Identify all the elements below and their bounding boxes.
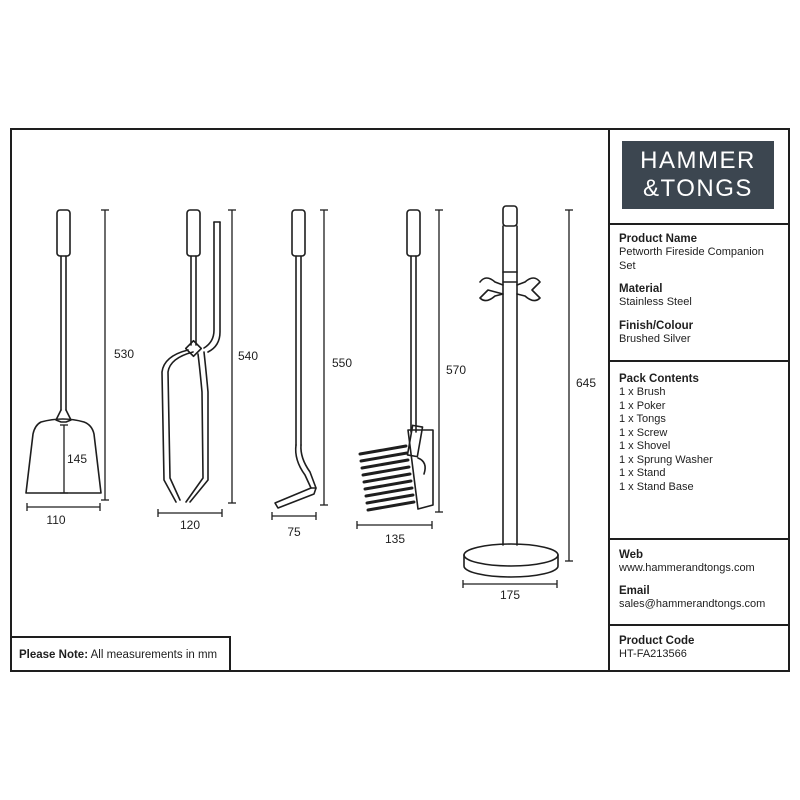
shovel-height-label: 530 xyxy=(114,347,134,361)
brush-width-label: 135 xyxy=(385,532,405,546)
shovel-blade-label: 145 xyxy=(67,452,87,466)
shovel-illustration xyxy=(25,209,102,494)
drawing-sheet-border xyxy=(10,128,790,672)
brush-illustration xyxy=(406,209,434,510)
tongs-width-label: 120 xyxy=(180,518,200,532)
pack-item: 1 x Brush xyxy=(619,386,666,398)
product-name-value: Petworth Fireside Companion Set xyxy=(619,246,764,272)
stand-width-label: 175 xyxy=(500,588,520,602)
stand-illustration xyxy=(463,205,559,578)
pack-item: 1 x Stand xyxy=(619,467,666,479)
stand-height-label: 645 xyxy=(576,376,596,390)
contact-cell: Web www.hammerandtongs.com Email sales@h… xyxy=(608,538,790,624)
pack-item: 1 x Shovel xyxy=(619,440,671,452)
brush-height-label: 570 xyxy=(446,363,466,377)
email-link[interactable]: sales@hammerandtongs.com xyxy=(619,597,766,610)
tongs-height-label: 540 xyxy=(238,349,258,363)
hammer-and-tongs-logo: HAMMER &TONGS xyxy=(622,141,774,209)
finish-label: Finish/Colour xyxy=(619,319,694,332)
product-code-label: Product Code xyxy=(619,635,695,647)
web-link[interactable]: www.hammerandtongs.com xyxy=(619,562,755,574)
product-details-cell: Product Name Petworth Fireside Companion… xyxy=(608,223,790,360)
measurement-note: Please Note: All measurements in mm xyxy=(10,636,231,672)
pack-item: 1 x Tongs xyxy=(619,413,666,425)
product-code-value: HT-FA213566 xyxy=(619,648,687,660)
poker-height-label: 550 xyxy=(332,356,352,370)
pack-item: 1 x Screw xyxy=(619,426,668,439)
poker-illustration xyxy=(274,209,317,509)
finish-value: Brushed Silver xyxy=(619,332,691,345)
material-label: Material xyxy=(619,283,663,295)
pack-contents-cell: Pack Contents 1 x Brush 1 x Poker 1 x To… xyxy=(608,360,790,538)
note-label: Please Note: xyxy=(19,649,89,661)
tongs-illustration xyxy=(161,209,221,503)
pack-contents-label: Pack Contents xyxy=(619,373,699,385)
pack-item: 1 x Sprung Washer xyxy=(619,453,713,466)
logo-line-1: HAMMER xyxy=(640,147,756,174)
pack-item: 1 x Poker xyxy=(619,399,666,412)
dimension-lines xyxy=(26,209,573,588)
product-code-cell: Product Code HT-FA213566 xyxy=(608,624,790,672)
web-label: Web xyxy=(619,549,644,561)
shovel-width-label: 110 xyxy=(46,513,65,527)
product-name-label: Product Name xyxy=(619,233,697,245)
logo-line-2: &TONGS xyxy=(643,175,753,202)
dimension-labels: 530 145 110 540 120 550 75 570 135 645 1… xyxy=(46,347,596,602)
material-value: Stainless Steel xyxy=(619,296,692,308)
poker-width-label: 75 xyxy=(287,525,301,539)
note-text: All measurements in mm xyxy=(90,649,218,661)
info-panel: Product Name Petworth Fireside Companion… xyxy=(608,128,790,672)
brush-bristles xyxy=(358,444,416,512)
pack-item: 1 x Stand Base xyxy=(619,480,694,493)
email-label: Email xyxy=(619,584,650,597)
logo-cell xyxy=(608,128,790,223)
